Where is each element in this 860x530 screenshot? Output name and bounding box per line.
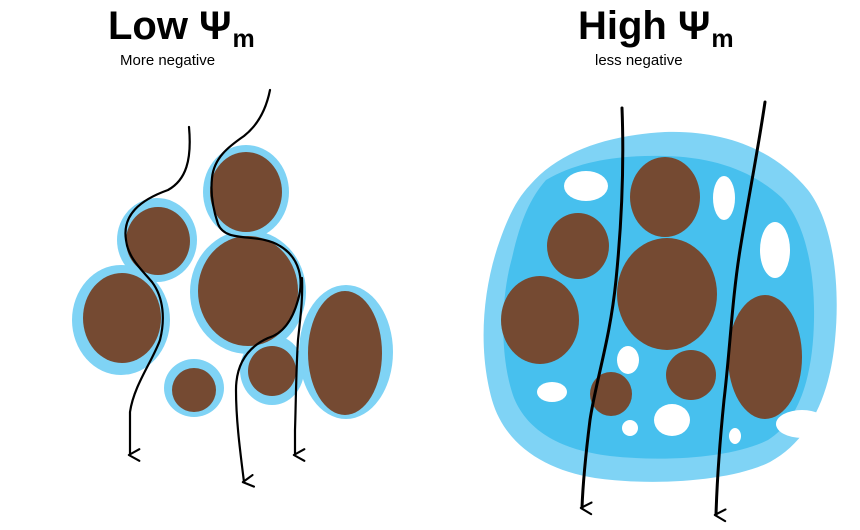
air-gap [537, 382, 567, 402]
air-gap [776, 410, 828, 438]
high-potential-panel [483, 100, 837, 523]
air-gap [729, 428, 741, 444]
flow-arrow [292, 276, 306, 462]
high-potential-title-main: High Ψ [578, 4, 711, 48]
soil-particles [83, 152, 382, 415]
low-potential-caption: More negative [120, 52, 216, 69]
air-gaps [537, 171, 828, 444]
low-potential-panel [72, 88, 393, 488]
soil-particle [126, 207, 190, 275]
soil-particle [501, 276, 579, 364]
soil-particle [590, 372, 632, 416]
low-potential-title: Low Ψm [108, 4, 255, 52]
soil-particle [248, 346, 296, 396]
flow-paths [124, 88, 306, 488]
flow-arrow [124, 125, 191, 462]
high-potential-title: High Ψm [578, 4, 734, 52]
soil-particle [547, 213, 609, 279]
air-gap [654, 404, 690, 436]
soil-particle [728, 295, 802, 419]
soil-particle [198, 236, 298, 346]
flow-arrow [210, 88, 302, 488]
high-potential-caption: less negative [595, 52, 683, 69]
soil-particles [501, 157, 802, 419]
soil-particle [83, 273, 161, 363]
soil-particle [172, 368, 216, 412]
soil-particle [308, 291, 382, 415]
air-gap [622, 420, 638, 436]
soil-particle [630, 157, 700, 237]
soil-particle [210, 152, 282, 232]
air-gap [617, 346, 639, 374]
flow-paths [579, 100, 767, 523]
air-gap [760, 222, 790, 278]
flow-arrow [579, 106, 625, 516]
high-potential-title-subscript: m [711, 25, 734, 53]
soil-particle [666, 350, 716, 400]
low-potential-title-main: Low Ψ [108, 4, 232, 48]
air-gap [713, 176, 735, 220]
low-potential-title-subscript: m [232, 25, 255, 53]
flow-arrow [713, 100, 767, 523]
air-gap [564, 171, 608, 201]
soil-particle [617, 238, 717, 350]
